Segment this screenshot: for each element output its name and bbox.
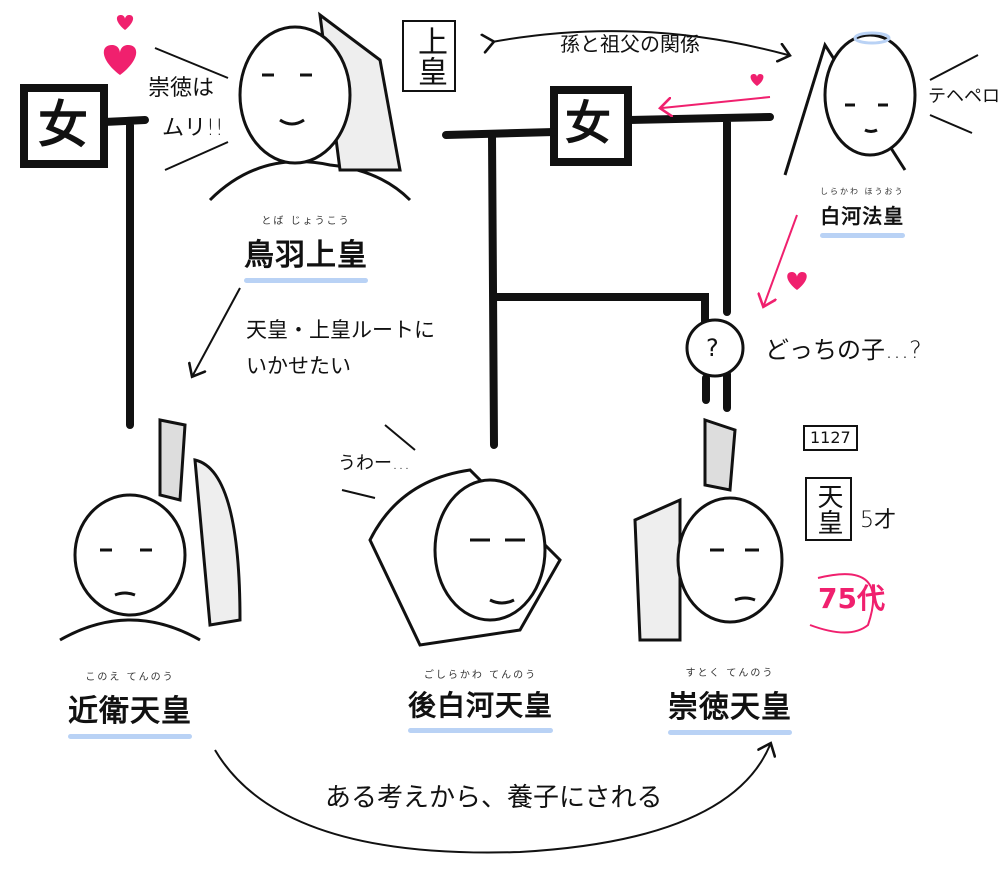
- konoe-crown: [158, 418, 187, 502]
- toba-label: とば じょうこう 鳥羽上皇: [244, 212, 368, 283]
- toba-head: [238, 25, 352, 165]
- goshirakawa-ruby: ごしらかわ てんのう: [423, 670, 538, 681]
- adoption-arrow: [214, 745, 770, 854]
- shirakawa-face: [845, 103, 888, 133]
- speech-lines: [154, 47, 979, 499]
- left-woman-mark: 女: [38, 96, 88, 154]
- sutoku-ruby: すとく てんのう: [685, 668, 775, 679]
- adoption-note: ある考えから、養子にされる: [325, 783, 663, 813]
- shirakawa-speech: テヘペロ: [928, 86, 1000, 107]
- generation-label: 75代: [818, 582, 885, 615]
- question-mark: ?: [706, 334, 719, 362]
- sutoku-head: [676, 496, 784, 624]
- route-note-line2: いかせたい: [246, 354, 351, 378]
- goshirakawa-face: [470, 538, 525, 605]
- name-underline: [820, 233, 905, 238]
- child-branch-line: [488, 131, 710, 449]
- shirakawa-name: 白河法皇: [820, 204, 905, 228]
- age-label: 5才: [860, 508, 896, 533]
- center-woman-mark: 女: [565, 96, 611, 150]
- name-underline: [68, 734, 192, 739]
- name-underline: [408, 728, 554, 733]
- toba-face: [262, 73, 312, 126]
- heart-icon: [116, 15, 134, 30]
- unknown-child-circle: [685, 318, 745, 378]
- toba-name: 鳥羽上皇: [244, 238, 368, 273]
- family-tree-lines: [20, 84, 774, 449]
- toba-speech-line1: 崇徳は: [148, 76, 215, 101]
- shirakawa-ruby: しらかわ ほうおう: [820, 187, 905, 196]
- center-woman-box: [550, 86, 632, 166]
- toba-speech-line2: ムリ!!: [162, 116, 224, 141]
- heart-icon: [750, 74, 764, 86]
- whose-child-note: どっちの子…?: [765, 336, 922, 364]
- shirakawa-label: しらかわ ほうおう 白河法皇: [820, 186, 905, 238]
- route-arrow: [193, 287, 241, 375]
- shirakawa-head: [823, 33, 917, 157]
- konoe-label: このえ てんのう 近衛天皇: [68, 668, 192, 739]
- pink-arrow-to-woman: [662, 96, 771, 108]
- pink-arrow-to-child: [764, 214, 798, 305]
- toba-robe: [208, 160, 412, 202]
- konoe-name: 近衛天皇: [68, 694, 192, 729]
- left-branch-line: [100, 116, 149, 429]
- year-box: 1127: [803, 425, 858, 451]
- generation-circle: [809, 573, 875, 634]
- toba-title-box: 上皇: [402, 20, 456, 92]
- sutoku-label: すとく てんのう 崇徳天皇: [668, 664, 792, 735]
- portraits: [59, 11, 917, 647]
- sutoku-title-box: 天皇: [805, 477, 852, 541]
- heart-icons: [103, 15, 807, 290]
- relation-arrow: [492, 30, 788, 55]
- konoe-face: [100, 548, 152, 597]
- konoe-ruby: このえ てんのう: [85, 672, 175, 683]
- sutoku-crown: [703, 417, 737, 492]
- goshirakawa-name: 後白河天皇: [408, 689, 554, 722]
- sutoku-face: [710, 548, 759, 602]
- konoe-robe: [59, 618, 201, 642]
- goshirakawa-speech: うわー…: [338, 453, 410, 474]
- route-note-line1: 天皇・上皇ルートに: [246, 318, 435, 342]
- sutoku-veil: [633, 497, 682, 642]
- goshirakawa-label: ごしらかわ てんのう 後白河天皇: [408, 666, 554, 733]
- sutoku-name: 崇徳天皇: [668, 690, 792, 725]
- name-underline: [668, 730, 792, 735]
- goshirakawa-head: [433, 478, 547, 622]
- halo: [853, 31, 891, 45]
- name-underline: [244, 278, 368, 283]
- konoe-head: [73, 493, 187, 617]
- toba-ruby: とば じょうこう: [261, 216, 351, 227]
- heart-icon: [787, 272, 807, 290]
- heart-icon: [103, 45, 137, 75]
- relation-note: 孫と祖父の関係: [560, 32, 700, 56]
- konoe-crown-tail: [193, 458, 242, 627]
- center-branch-line: [442, 113, 774, 412]
